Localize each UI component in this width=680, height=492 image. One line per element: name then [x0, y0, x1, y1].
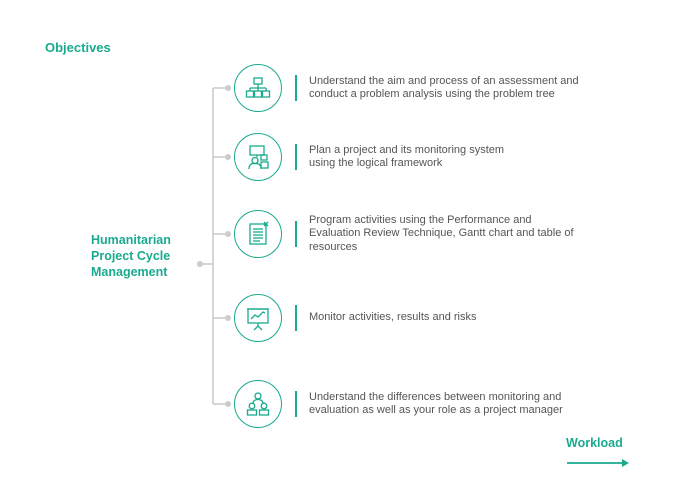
objective-text: Understand the aim and process of an ass…	[309, 64, 609, 112]
program-title-line: Project Cycle	[91, 249, 171, 263]
objective-divider	[295, 305, 297, 331]
objective-line: resources	[309, 240, 358, 253]
presentation-chart-icon	[234, 294, 282, 342]
connector-dot	[225, 231, 231, 237]
objective-line: evaluation as well as your role as a pro…	[309, 404, 563, 416]
program-title: Humanitarian Project Cycle Management	[91, 232, 201, 280]
objective-divider	[295, 391, 297, 417]
objective-line: using the logical framework	[309, 157, 443, 169]
objectives-heading: Objectives	[45, 40, 111, 55]
objective-divider	[295, 144, 297, 170]
document-icon	[234, 210, 282, 258]
connector-dot	[225, 85, 231, 91]
objective-text: Plan a project and its monitoring system…	[309, 133, 609, 181]
hierarchy-icon	[234, 64, 282, 112]
connector-dot	[225, 154, 231, 160]
connector-dot	[225, 315, 231, 321]
workload-label: Workload	[566, 436, 623, 450]
objective-item: Understand the aim and process of an ass…	[230, 64, 610, 114]
connector-dot	[225, 401, 231, 407]
objective-line: Understand the aim and process of an ass…	[309, 74, 579, 87]
objective-divider	[295, 75, 297, 101]
objective-text: Monitor activities, results and risks	[309, 294, 609, 342]
objective-item: Program activities using the Performance…	[230, 210, 610, 260]
objective-line: Plan a project and its monitoring system	[309, 143, 505, 156]
objective-line: conduct a problem analysis using the pro…	[309, 88, 555, 100]
objective-divider	[295, 221, 297, 247]
objective-line: Monitor activities, results and risks	[309, 311, 477, 324]
objective-line: Understand the differences between monit…	[309, 390, 562, 403]
objective-text: Program activities using the Performance…	[309, 210, 609, 258]
program-title-line: Management	[91, 265, 168, 279]
objective-line: Evaluation Review Technique, Gantt chart…	[309, 227, 574, 240]
team-icon	[234, 380, 282, 428]
arrow-right-icon	[567, 459, 629, 467]
program-title-line: Humanitarian	[91, 233, 171, 247]
planning-icon	[234, 133, 282, 181]
objective-line: Program activities using the Performance…	[309, 213, 532, 226]
objective-item: Plan a project and its monitoring system…	[230, 133, 610, 183]
connector-dot	[197, 261, 203, 267]
objective-item: Understand the differences between monit…	[230, 380, 610, 430]
objective-text: Understand the differences between monit…	[309, 380, 609, 428]
objective-item: Monitor activities, results and risks	[230, 294, 610, 344]
